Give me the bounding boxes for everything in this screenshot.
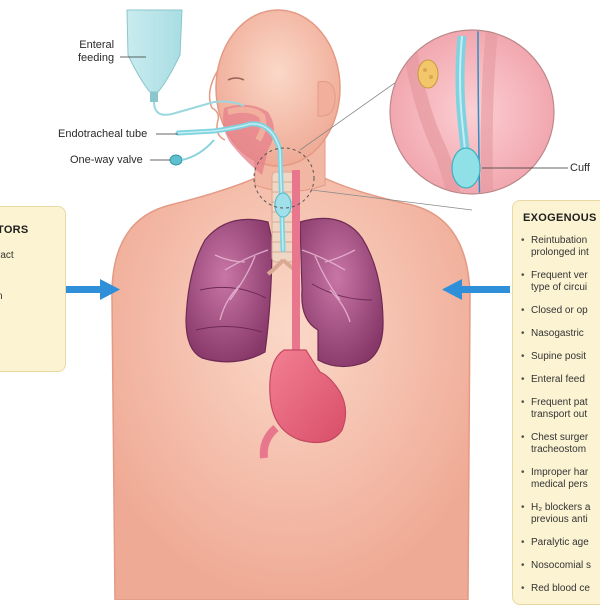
label-one-way-valve: One-way valve: [70, 154, 143, 167]
list-item: Red blood ce: [521, 583, 600, 595]
list-item: Supine posit: [521, 351, 600, 363]
left-factors-panel: TORS ract n ): [0, 206, 66, 372]
list-item: Enteral feed: [521, 374, 600, 386]
list-item: Nasogastric: [521, 328, 600, 340]
list-item: Chest surger tracheostom: [521, 432, 600, 456]
left-panel-title: TORS: [0, 224, 29, 236]
list-item: H₂ blockers a previous anti: [521, 502, 600, 526]
left-panel-item: n: [0, 291, 3, 302]
one-way-valve-graphic: [170, 140, 214, 165]
left-panel-item: ract: [0, 250, 14, 261]
list-item: Frequent pat transport out: [521, 397, 600, 421]
zoom-inset: [390, 30, 568, 220]
list-item: Improper har medical pers: [521, 467, 600, 491]
right-panel-title: EXOGENOUS: [523, 212, 597, 224]
list-item: Closed or op: [521, 305, 600, 317]
list-item: Frequent ver type of circui: [521, 270, 600, 294]
list-item: Paralytic age: [521, 537, 600, 549]
exogenous-factor-list: Reintubation prolonged int Frequent ver …: [521, 235, 600, 605]
list-item: Reintubation prolonged int: [521, 235, 600, 259]
label-enteral-feeding: Enteral feeding: [78, 39, 114, 65]
list-item: Nosocomial s: [521, 560, 600, 572]
label-cuff: Cuff: [570, 162, 590, 175]
exogenous-factors-panel: EXOGENOUS Reintubation prolonged int Fre…: [512, 200, 600, 605]
label-endotracheal-tube: Endotracheal tube: [58, 128, 147, 141]
